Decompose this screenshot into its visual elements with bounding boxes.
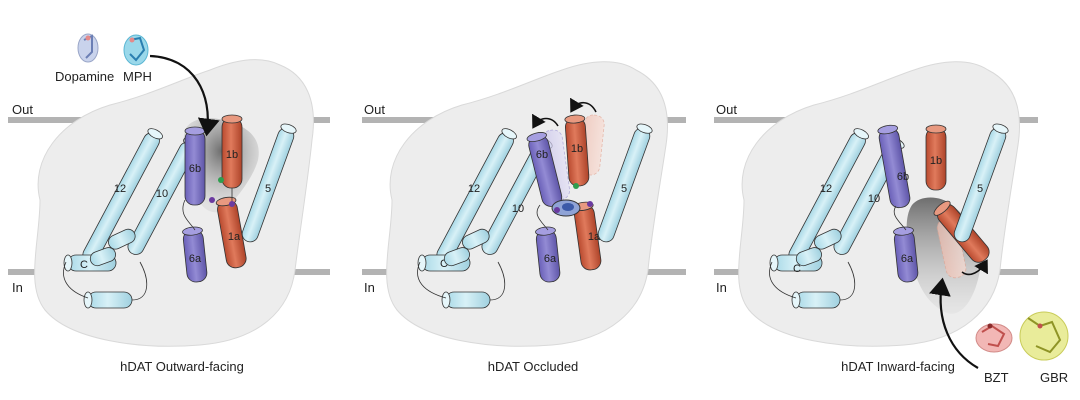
helix-12 [436,128,517,264]
protein-surface [34,59,314,347]
chloride-ion [229,201,235,207]
helix-5 [597,123,653,243]
helix-6b-label: 6b [897,171,909,183]
helix-small-2 [89,247,116,267]
helix-5-label: 5 [265,183,271,195]
helix-1a-label: 1a [588,231,601,243]
mph-label: MPH [123,69,152,84]
binding-arrow [149,54,220,137]
helix-1b-label: 1b [571,143,583,155]
loop-lines [63,187,233,301]
loop-lines [417,204,549,301]
sodium-ion [554,207,560,213]
helix-1b [564,114,590,187]
helix-5 [953,123,1009,243]
panel-occluded: Out In 12 10 6b 6a [364,61,668,374]
out-label: Out [716,102,737,117]
in-label: In [716,280,727,295]
sodium-ion [218,177,224,183]
in-label: In [12,280,23,295]
helix-small-1 [814,228,842,250]
gbr-label: GBR [1040,370,1068,385]
helix-small-1 [108,228,136,250]
helix-c-label: C [440,258,448,270]
helix-6b [877,124,911,209]
mph-molecule [123,34,149,66]
sodium-ion [209,197,215,203]
helix-6a-label: 6a [544,253,557,265]
helix-ct [791,291,841,309]
helix-1b-label: 1b [930,155,942,167]
helix-small-2 [443,247,470,267]
sodium-ion [573,183,579,189]
rotation-arrow-6b [532,113,559,129]
helix-1a [215,196,247,269]
chloride-ion [587,201,593,207]
helix-6a [182,226,208,283]
dopamine-label: Dopamine [55,69,114,84]
bzt-molecule [975,323,1013,353]
helix-6a-label: 6a [189,253,202,265]
rotation-arrow-1b [570,97,597,113]
helix-1b [221,114,243,189]
panel-inward-facing: Out In 12 10 6b 6a 1b [716,61,1069,385]
bzt-label: BZT [984,370,1009,385]
helix-6a [893,226,919,283]
helix-small-2 [795,247,822,267]
helix-6a [535,226,561,283]
rotation-arrow-1a [961,259,988,276]
helix-12-label: 12 [820,183,832,195]
helix-c-label: C [80,259,88,271]
helix-5-label: 5 [621,183,627,195]
helix-6b-label: 6b [536,149,548,161]
helix-5 [241,123,297,243]
out-label: Out [12,102,33,117]
helix-ct [441,291,491,309]
helix-1a-label: 1a [228,231,241,243]
panel-caption: hDAT Outward-facing [120,359,244,374]
panel-caption: hDAT Occluded [488,359,579,374]
helix-10-label: 10 [156,188,168,200]
helix-10-label: 10 [868,193,880,205]
helix-6b [526,132,563,207]
helix-5-label: 5 [977,183,983,195]
gbr-molecule [1019,311,1069,361]
out-label: Out [364,102,385,117]
panel-outward-facing: Out In 12 10 6b 6a 1b [12,33,314,374]
panel-caption: hDAT Inward-facing [841,359,955,374]
helix-6b-label: 6b [189,163,201,175]
helix-12-label: 12 [114,183,126,195]
helix-1b [925,124,947,191]
helix-small-1 [462,228,490,250]
helix-12-label: 12 [468,183,480,195]
helix-c-label: C [793,263,801,275]
in-label: In [364,280,375,295]
helix-6a-label: 6a [901,253,914,265]
helix-1b-label: 1b [226,149,238,161]
loop-lines [769,205,907,301]
dopamine-molecule [77,33,99,63]
inhibitor-arrow [929,277,979,369]
helix-10-label: 10 [512,203,524,215]
helix-ct [83,291,133,309]
